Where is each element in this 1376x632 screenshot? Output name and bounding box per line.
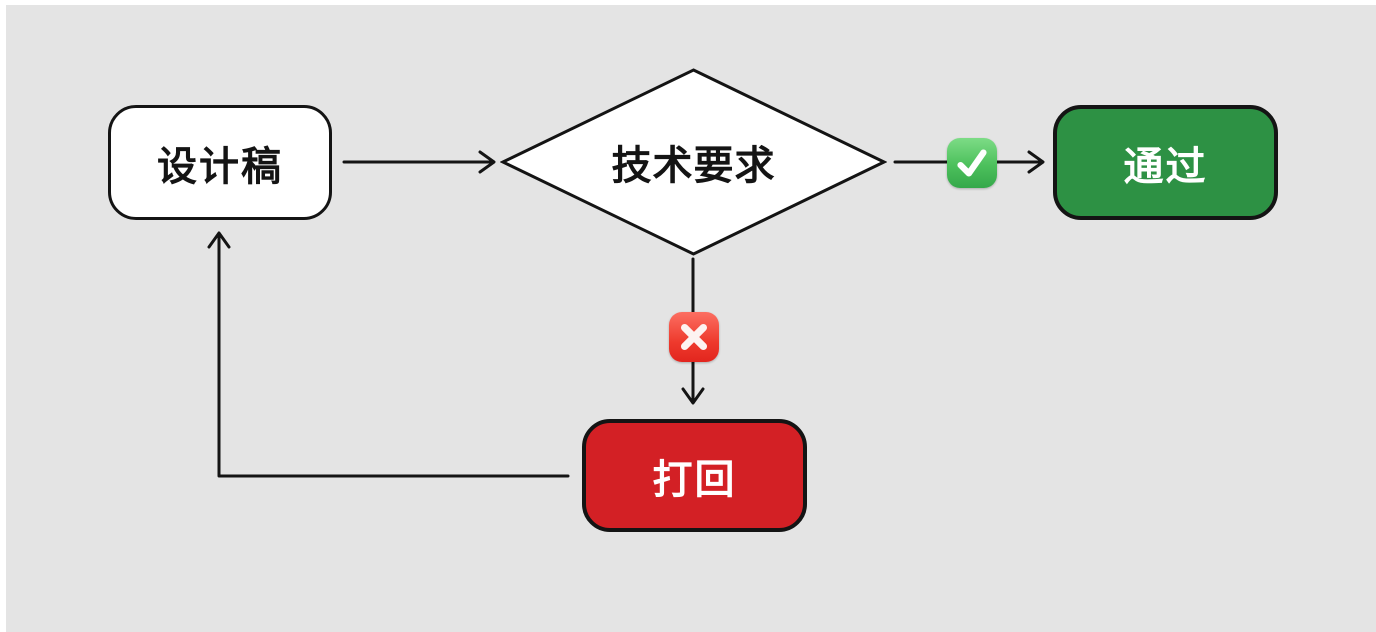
cross-mark-icon xyxy=(669,312,719,362)
arrow-design-to-decision xyxy=(342,150,496,174)
check-mark-icon xyxy=(947,138,997,188)
node-decision-label: 技术要求 xyxy=(611,144,776,188)
node-decision[interactable]: 技术要求 xyxy=(500,67,887,257)
node-design-draft-label: 设计稿 xyxy=(157,144,283,189)
arrow-reject-to-design xyxy=(207,231,570,478)
node-reject[interactable]: 打回 xyxy=(582,419,807,532)
diamond-shape xyxy=(500,68,887,256)
node-design-draft[interactable]: 设计稿 xyxy=(108,105,332,220)
node-reject-label: 打回 xyxy=(652,457,737,502)
node-pass-label: 通过 xyxy=(1123,144,1208,189)
node-pass[interactable]: 通过 xyxy=(1053,105,1278,220)
flowchart-canvas: 设计稿 技术要求 通过 打回 xyxy=(6,5,1376,632)
